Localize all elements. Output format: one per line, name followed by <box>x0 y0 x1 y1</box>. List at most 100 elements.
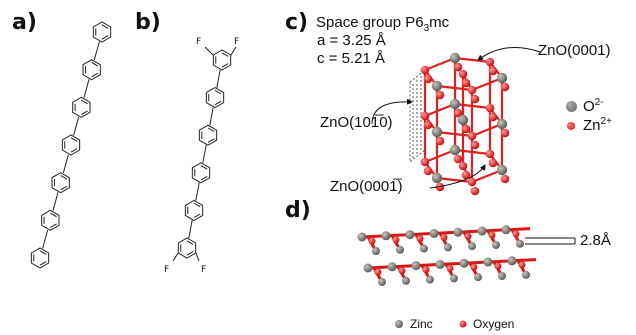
chain-a-ring-1 <box>82 59 101 81</box>
chain-a-ring-4-double-bond <box>60 175 68 180</box>
crystal-atom-0-1 <box>449 52 461 64</box>
chain-b-ring-2-double-bond <box>207 138 215 143</box>
chain-a-link-2 <box>73 116 80 136</box>
legend-zinc-label: Zinc <box>410 317 433 331</box>
chain-a-link-5 <box>42 229 49 249</box>
chain-a-ring-0-double-bond <box>101 24 109 29</box>
slab-zinc-atom-1-6 <box>507 256 517 266</box>
crystal-atom-2-0-zn <box>423 166 433 176</box>
lattice-a-param: a = 3.25 Å <box>317 32 386 49</box>
slab-zinc-lower-0-0 <box>372 247 380 255</box>
slab-oxygen-atom-0-1 <box>392 236 400 244</box>
slab-oxygen-atom-1-1 <box>398 267 406 275</box>
slab-zinc-atom-1-1 <box>387 262 397 272</box>
arrow-000-1 <box>429 164 486 189</box>
chain-a-ring-1-double-bond <box>91 62 99 67</box>
crystal-atom-0-3 <box>496 72 508 84</box>
chain-b-ring-5-double-bond <box>186 251 194 256</box>
chain-a-link-3 <box>62 154 69 174</box>
slab-zinc-atom-0-0 <box>357 232 367 242</box>
chain-b-ring-1 <box>205 87 225 109</box>
slab-zinc-lower-1-3 <box>450 274 458 283</box>
arrow-0001 <box>477 47 541 61</box>
chain-a-ring-2-double-bond <box>81 99 88 105</box>
chain-a-link-1 <box>83 79 90 98</box>
crystal-atoms <box>420 52 510 196</box>
slab-zinc-lower-0-2 <box>420 244 428 253</box>
slab-zinc-lower-1-5 <box>498 272 506 280</box>
slab-zinc-atom-0-1 <box>381 231 391 241</box>
chain-a-ring-3-double-bond <box>70 137 78 142</box>
fluorine-label-bottom-left: F <box>164 265 170 275</box>
chain-a-ring-0-double-bond <box>101 35 109 40</box>
legend-zinc-ion: Zn2+ <box>583 116 612 134</box>
slab-zinc-atom-0-5 <box>477 226 487 236</box>
chain-b-link-1 <box>209 107 214 126</box>
slab-zinc-lower-0-4 <box>468 242 476 251</box>
crystal-atom-0-1-zn <box>453 62 463 72</box>
chain-a-ring-6-double-bond <box>39 261 47 266</box>
chain-b-ring-0-double-bond <box>221 52 229 57</box>
slab-zinc-atom-0-4 <box>453 227 463 237</box>
slab-zinc-lower-1-1 <box>402 276 410 285</box>
crystal-ring-bond-2-4 <box>436 176 473 184</box>
chain-b-link-4 <box>188 220 193 239</box>
chain-a-ring-5 <box>41 209 60 231</box>
slab-zinc-atom-1-3 <box>435 259 445 269</box>
slab-oxygen-atom-1-0 <box>374 268 382 276</box>
chain-a-ring-2 <box>72 96 91 118</box>
slab-zinc-atom-0-3 <box>429 228 439 238</box>
crystal-ring-bond-0-0 <box>424 56 456 72</box>
slab-oxygen-atom-0-5 <box>488 231 496 239</box>
chain-a-ring-3-double-bond <box>70 148 78 153</box>
chain-a-ring-4-double-bond <box>60 185 68 191</box>
chain-b-ring-4-double-bond <box>193 202 201 208</box>
crystal-atom-1-5-zn <box>435 136 445 146</box>
face-label-1010: ZnO(101̅0) <box>320 114 393 131</box>
crystal-ring-bond-0-1 <box>454 56 491 64</box>
legend-oxygen-ion: O2- <box>583 97 604 115</box>
slab-oxygen-atom-0-4 <box>464 232 472 240</box>
space-group-label: Space group P63mc <box>316 14 449 34</box>
crystal-atom-2-1 <box>449 144 461 156</box>
chain-a-ring-0 <box>92 21 112 43</box>
crystal-atom-0-5 <box>431 80 443 92</box>
chain-b-ring-1-double-bond <box>214 100 222 106</box>
crystal-atom-inner-1-zn <box>461 124 471 134</box>
spacing-label: 2.8Å <box>580 232 611 249</box>
crystal-atom-1-4 <box>467 131 477 141</box>
crystal-atom-1-0-zn <box>423 120 433 130</box>
chain-b-ring-0-double-bond <box>221 63 229 68</box>
legend-zinc-text: Zn <box>583 117 601 134</box>
slab-zinc-lower-0-1 <box>396 245 404 254</box>
chain-a-link-0 <box>93 41 100 61</box>
crystal-atom-2-0 <box>420 157 430 167</box>
crystal-atom-2-4 <box>467 177 477 187</box>
chain-b-ring-5-double-bond <box>186 240 194 245</box>
slab-oxygen-atom-0-3 <box>440 233 448 241</box>
crystal-atom-inner-2-zn <box>461 170 471 180</box>
panel-label-c: c) <box>285 10 309 35</box>
slab-zinc-atom-1-4 <box>459 258 469 268</box>
chain-a-ring-5-double-bond <box>50 212 57 218</box>
chain-a-ring-6 <box>30 247 50 269</box>
slab-oxygen-atom-1-2 <box>422 266 430 274</box>
crystal-ring-bond-2-0 <box>424 148 456 164</box>
slab-zinc-lower-1-2 <box>426 275 434 284</box>
slab-zinc-lower-1-4 <box>474 273 482 282</box>
slab-zinc-lower-0-5 <box>492 241 500 249</box>
slab-zinc-lower-0-6 <box>516 239 524 248</box>
crystal-atom-2-2 <box>485 149 495 159</box>
crystal-atom-2-4-zn <box>470 186 480 196</box>
slab-zinc-atom-1-5 <box>483 257 493 267</box>
chain-b-ring-3-double-bond <box>200 175 208 181</box>
lattice-c-param: c = 5.21 Å <box>317 50 385 67</box>
crystal-atom-1-3 <box>496 118 508 130</box>
crystal-atom-1-1 <box>449 98 461 110</box>
chain-a-ring-6-double-bond <box>39 250 47 255</box>
face-label-000-1: ZnO(0001̅) <box>330 178 403 195</box>
slab-oxygen-atom-1-4 <box>470 263 478 271</box>
crystal-atom-2-5-zn <box>435 182 445 192</box>
crystal-atom-2-5 <box>431 172 443 184</box>
